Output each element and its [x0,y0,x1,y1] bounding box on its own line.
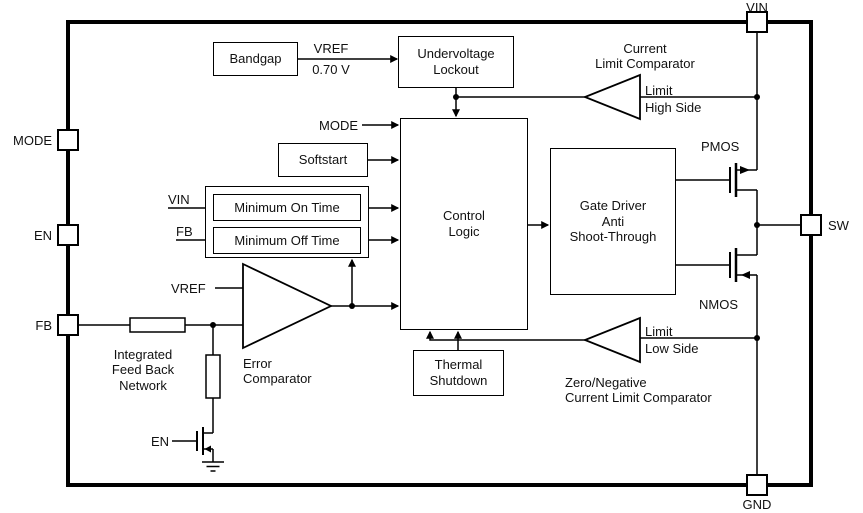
feedback-resistor-horizontal [129,317,186,333]
vin-sense-label: VIN [168,192,190,207]
en-gate-label: EN [150,434,169,449]
pin-gnd-square [746,474,768,496]
pin-label-en: EN [33,228,52,243]
feedback-resistor-vertical [205,354,221,399]
pin-en-square [57,224,79,246]
nmos-label: NMOS [699,297,738,312]
mode-signal-label: MODE [319,118,358,133]
high-side-label: High Side [645,100,702,115]
block-gate-driver-label: Gate Driver Anti Shoot-Through [569,198,657,245]
junction-dots [210,94,760,341]
zero-negative-comparator-triangle [582,316,641,364]
pin-label-mode: MODE [13,133,52,148]
block-undervoltage-lockout: Undervoltage Lockout [398,36,514,88]
pmos-label: PMOS [701,139,740,154]
block-softstart: Softstart [278,143,368,177]
zero-negative-comparator-label: Zero/Negative Current Limit Comparator [565,375,712,406]
nmos-symbol [729,248,757,282]
block-minimum-off-time: Minimum Off Time [213,227,361,254]
limit-low-label: Limit [645,324,673,339]
pin-fb-square [57,314,79,336]
pin-sw-square [800,214,822,236]
pin-label-gnd: GND [742,497,772,512]
block-gate-driver: Gate Driver Anti Shoot-Through [550,148,676,295]
low-side-label: Low Side [645,341,699,356]
block-bandgap: Bandgap [213,42,298,76]
block-undervoltage-lockout-label: Undervoltage Lockout [417,46,495,77]
block-minimum-off-time-label: Minimum Off Time [234,232,340,248]
pin-label-sw: SW [828,218,849,233]
pin-mode-square [57,129,79,151]
limit-high-label: Limit [645,83,673,98]
arrow-wires [298,55,585,350]
block-control-logic-label: Control Logic [443,208,485,239]
current-limit-comparator-label: Current Limit Comparator [595,41,695,72]
vref-input-label: VREF [171,281,206,296]
block-thermal-shutdown: Thermal Shutdown [413,350,504,396]
block-minimum-on-time-label: Minimum On Time [234,199,340,215]
block-minimum-on-time: Minimum On Time [213,194,361,221]
block-bandgap-label: Bandgap [229,51,282,67]
feedback-network-label: Integrated Feed Back Network [111,347,175,393]
block-thermal-shutdown-label: Thermal Shutdown [429,357,488,388]
en-mosfet-symbol [196,427,214,462]
pin-label-fb: FB [35,318,52,333]
bandgap-vref-value-label: 0.70 V [312,62,350,77]
bandgap-vref-label: VREF [313,41,349,56]
pin-vin-square [746,11,768,33]
current-limit-comparator-triangle [582,73,641,121]
ic-boundary [66,20,813,487]
block-control-logic: Control Logic [400,118,528,330]
block-softstart-label: Softstart [298,152,348,168]
error-comparator-label: Error Comparator [243,356,312,387]
ground-symbol [202,461,224,472]
error-comparator-triangle [242,262,334,350]
pmos-symbol [729,163,757,197]
fb-sense-label: FB [176,224,193,239]
